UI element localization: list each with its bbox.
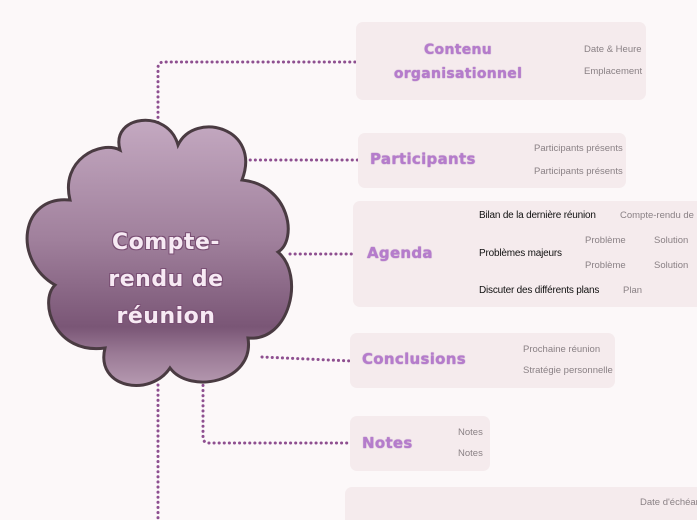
agenda-item-problemes[interactable]: Problèmes majeurs — [479, 248, 562, 259]
branch-title-participants[interactable]: Participants — [370, 150, 476, 168]
leaf-strategie-personnelle[interactable]: Stratégie personnelle — [523, 365, 613, 376]
leaf-probleme[interactable]: Problème — [585, 235, 626, 246]
leaf-participants-presents[interactable]: Participants présents — [534, 166, 623, 177]
leaf-notes[interactable]: Notes — [458, 448, 483, 459]
cloud-shape — [25, 119, 293, 387]
branch-card-notes[interactable] — [350, 416, 490, 471]
central-topic-line: Compte- — [112, 230, 220, 255]
branch-card-agenda[interactable] — [353, 201, 697, 307]
branch-title-conclusions[interactable]: Conclusions — [362, 350, 466, 368]
connector-conclusions — [260, 355, 354, 363]
leaf-solution[interactable]: Solution — [654, 260, 689, 271]
leaf-solution[interactable]: Solution — [654, 235, 689, 246]
branch-title-agenda[interactable]: Agenda — [367, 244, 433, 262]
leaf-date-heure[interactable]: Date & Heure — [584, 44, 642, 55]
leaf-participants-presents[interactable]: Participants présents — [534, 143, 623, 154]
leaf-probleme[interactable]: Problème — [585, 260, 626, 271]
central-topic[interactable]: Compte- rendu de réunion — [78, 224, 254, 335]
leaf-notes[interactable]: Notes — [458, 427, 483, 438]
branch-title-notes[interactable]: Notes — [362, 434, 413, 452]
branch-card-conclusions[interactable] — [350, 333, 615, 388]
leaf-compte-rendu[interactable]: Compte-rendu de la — [620, 210, 697, 221]
branch-title-line: organisationnel — [393, 66, 523, 82]
agenda-item-bilan[interactable]: Bilan de la dernière réunion — [479, 210, 596, 221]
leaf-prochaine-reunion[interactable]: Prochaine réunion — [523, 344, 601, 355]
branch-card-partial[interactable] — [345, 487, 697, 520]
central-topic-line: réunion — [116, 304, 216, 329]
leaf-plan[interactable]: Plan — [623, 285, 643, 296]
leaf-date-echeance[interactable]: Date d'échéanc — [640, 497, 697, 508]
branch-card-participants[interactable] — [358, 133, 626, 188]
leaf-emplacement[interactable]: Emplacement — [584, 66, 643, 77]
branch-title-contenu[interactable]: Contenu organisationnel — [360, 38, 556, 86]
connector-notes — [201, 363, 354, 445]
branch-title-line: Contenu — [423, 42, 493, 58]
agenda-item-plans[interactable]: Discuter des différents plans — [479, 285, 600, 296]
central-topic-line: rendu de — [108, 267, 224, 292]
branch-card-contenu[interactable] — [356, 22, 646, 100]
